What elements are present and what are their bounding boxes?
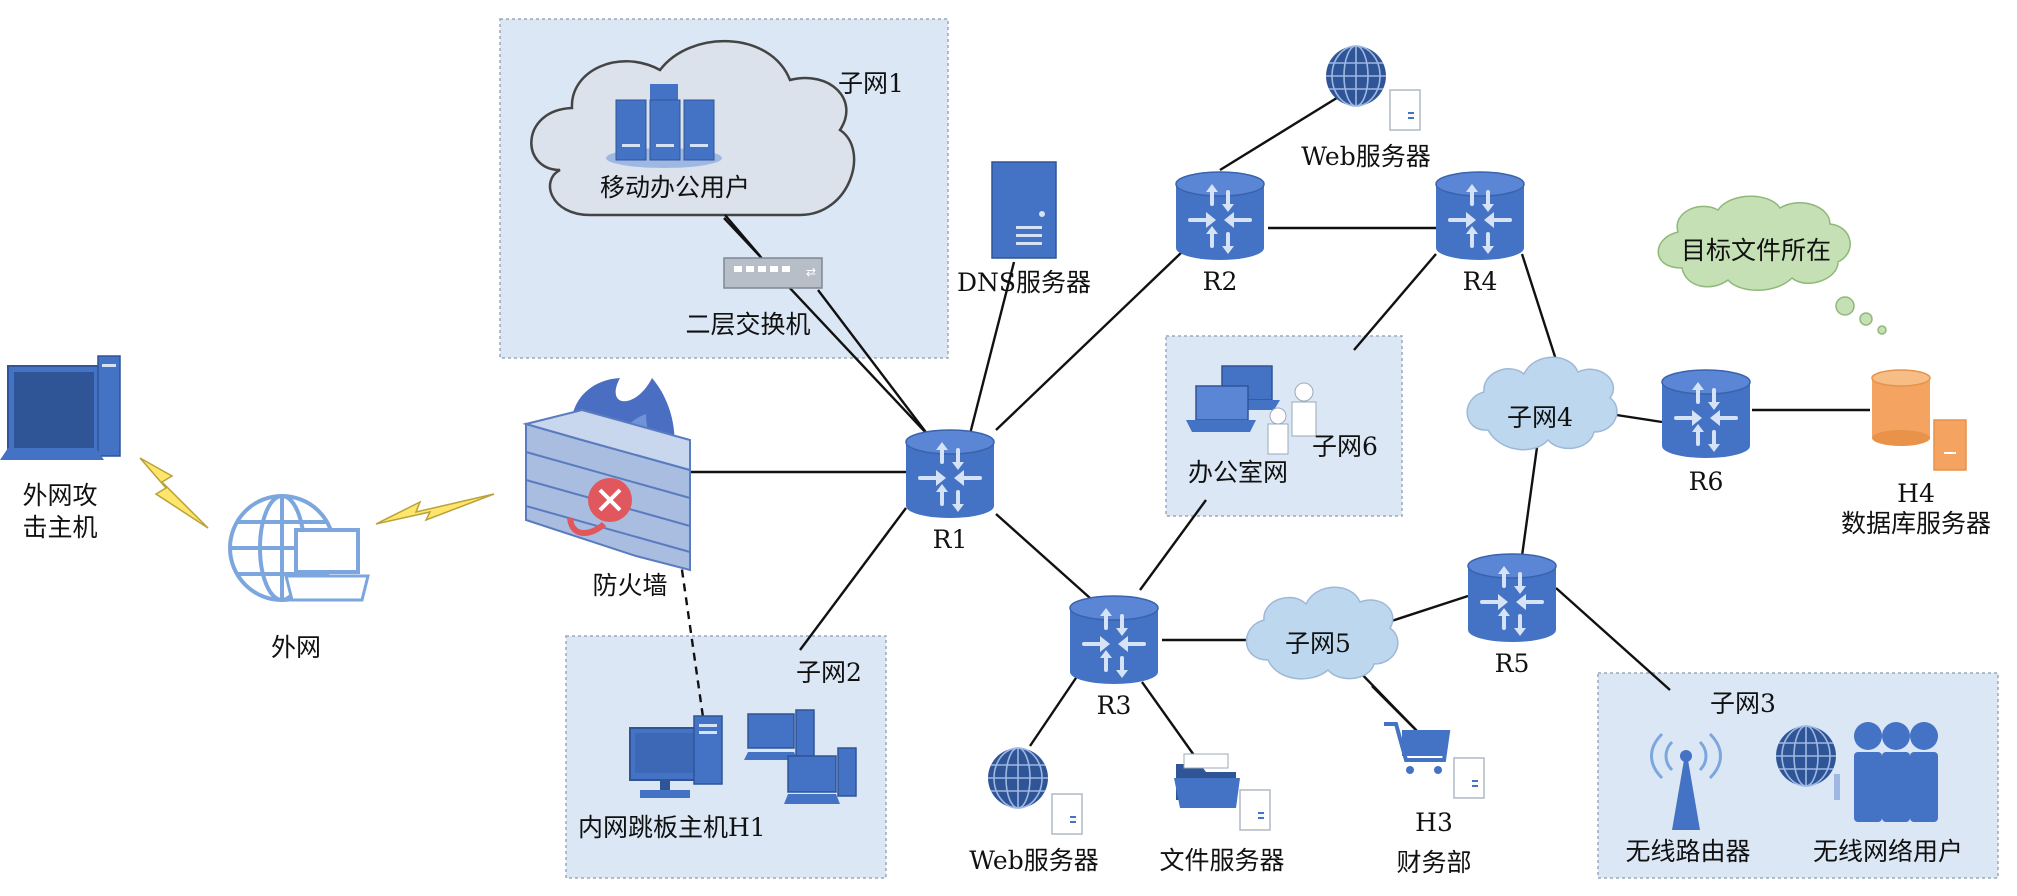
lightning-bolt-icon bbox=[375, 493, 495, 525]
internet-globe-icon bbox=[228, 494, 370, 602]
router-r2: R2 bbox=[1174, 170, 1266, 296]
jump-host-label: 内网跳板主机H1 bbox=[578, 813, 766, 842]
shopping-cart-icon bbox=[1384, 722, 1485, 799]
wireless-router-icon bbox=[1650, 732, 1722, 830]
router-r2-label: R2 bbox=[1203, 267, 1238, 296]
router-r6-label: R6 bbox=[1689, 467, 1724, 496]
wireless-users-icon bbox=[1775, 722, 1938, 822]
wireless-users-label: 无线网络用户 bbox=[1813, 837, 1963, 866]
office-network-icon bbox=[1186, 365, 1317, 455]
attacker-label-line2: 击主机 bbox=[22, 513, 97, 542]
database-server-icon bbox=[1871, 369, 1967, 471]
subnet-1-label: 子网1 bbox=[838, 69, 904, 98]
mobile-office-cloud: 移动办公用户 bbox=[530, 40, 856, 217]
layer2-switch-icon: ⇄ bbox=[723, 257, 823, 289]
file-server-icon bbox=[1174, 753, 1271, 831]
links bbox=[674, 94, 1870, 759]
svg-text:⇄: ⇄ bbox=[806, 265, 816, 279]
subnet-3-label: 子网3 bbox=[1710, 689, 1776, 718]
subnet-4-label: 子网4 bbox=[1507, 403, 1573, 432]
internet-label: 外网 bbox=[271, 633, 321, 662]
subnet-5-cloud: 子网5 bbox=[1245, 586, 1399, 680]
file-server-label: 文件服务器 bbox=[1159, 846, 1284, 875]
subnet-5-label: 子网5 bbox=[1285, 629, 1351, 658]
subnet-2-label: 子网2 bbox=[796, 658, 862, 687]
router-r3: R3 bbox=[1068, 594, 1160, 720]
router-r4-label: R4 bbox=[1463, 267, 1498, 296]
h4-label-line2: 数据库服务器 bbox=[1841, 509, 1991, 538]
router-r1: R1 bbox=[904, 428, 996, 554]
dns-server-label: DNS服务器 bbox=[957, 268, 1091, 297]
web-server-bottom-label: Web服务器 bbox=[969, 846, 1098, 875]
target-file-label: 目标文件所在 bbox=[1681, 236, 1831, 265]
wireless-router-label: 无线路由器 bbox=[1625, 837, 1750, 866]
h3-label-line1: H3 bbox=[1415, 808, 1453, 837]
router-r6: R6 bbox=[1660, 368, 1752, 496]
h4-label-line1: H4 bbox=[1897, 479, 1935, 508]
h3-label-line2: 财务部 bbox=[1396, 848, 1471, 877]
target-file-thought-bubble: 目标文件所在 bbox=[1657, 195, 1887, 335]
router-r1-label: R1 bbox=[933, 525, 968, 554]
web-server-top-icon bbox=[1325, 45, 1421, 131]
server-cluster-icon bbox=[606, 84, 722, 168]
switch-label: 二层交换机 bbox=[685, 310, 810, 339]
attacker-label-line1: 外网攻 bbox=[22, 481, 97, 510]
web-server-bottom-icon bbox=[987, 747, 1083, 835]
subnet-4-cloud: 子网4 bbox=[1466, 356, 1618, 451]
jump-host-computers-icon bbox=[629, 709, 857, 804]
attacker-host-icon bbox=[0, 355, 121, 460]
lightning-bolt-icon bbox=[139, 457, 209, 529]
router-r5-label: R5 bbox=[1495, 649, 1530, 678]
router-r3-label: R3 bbox=[1097, 691, 1132, 720]
office-network-label: 办公室网 bbox=[1188, 458, 1288, 487]
router-r4: R4 bbox=[1434, 170, 1526, 296]
firewall-label: 防火墙 bbox=[592, 571, 667, 600]
firewall-icon bbox=[522, 378, 691, 572]
router-r5: R5 bbox=[1466, 552, 1558, 678]
mobile-office-label: 移动办公用户 bbox=[600, 173, 750, 202]
web-server-top-label: Web服务器 bbox=[1301, 142, 1430, 171]
subnet-6-label: 子网6 bbox=[1312, 432, 1378, 461]
dns-server-icon bbox=[991, 161, 1057, 259]
